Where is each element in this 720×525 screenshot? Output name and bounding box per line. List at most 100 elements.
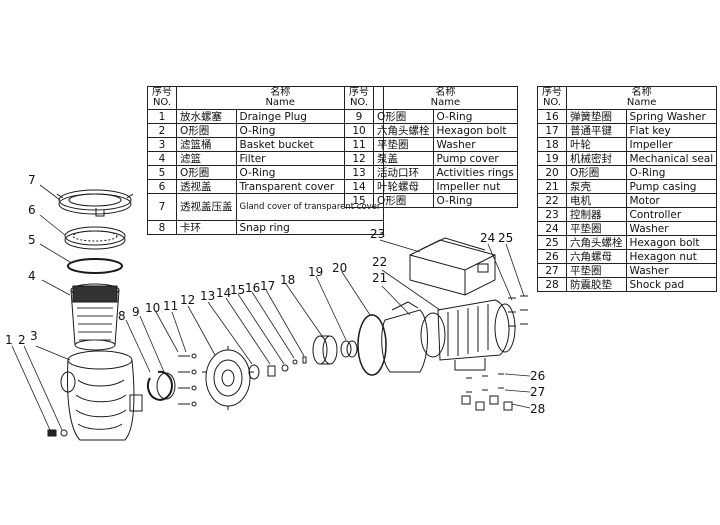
controller-part (409, 237, 496, 296)
cell-en: Flat key (625, 123, 718, 138)
cell-no: 28 (537, 277, 567, 292)
callout-9: 9 (132, 305, 140, 319)
cell-no: 18 (537, 137, 567, 152)
callout-10: 10 (145, 301, 160, 315)
callout-4: 4 (28, 269, 36, 283)
cell-no: 17 (537, 123, 567, 138)
o-ring-20-part (357, 314, 387, 376)
impeller-part (312, 335, 338, 365)
cell-no: 8 (147, 220, 177, 235)
callout-3: 3 (30, 329, 38, 343)
cell-en: Hexagon bolt (432, 123, 518, 138)
cell-zh: 平垫圈 (566, 263, 627, 278)
mechanical-seal-part (340, 340, 358, 358)
impeller-nut-part (267, 365, 276, 377)
callout-11: 11 (163, 299, 178, 313)
cell-en: Impeller (625, 137, 718, 152)
cell-en: Washer (625, 263, 718, 278)
cell-zh: 透视盖 (176, 179, 237, 194)
callout-27: 27 (530, 385, 545, 399)
motor-part (437, 299, 516, 371)
cell-no: 15 (344, 193, 374, 208)
cell-no: 6 (147, 179, 177, 194)
callout-23: 23 (370, 227, 385, 241)
cell-en: Snap ring (235, 220, 385, 235)
drain-plug-part (47, 429, 57, 437)
bolt-group-left (178, 353, 197, 407)
callout-15: 15 (230, 283, 245, 297)
activities-ring-part (248, 364, 260, 380)
shock-pad-group (461, 373, 513, 411)
cell-no: 26 (537, 249, 567, 264)
callout-26: 26 (530, 369, 545, 383)
cell-zh: 普通平键 (566, 123, 627, 138)
gland-cover-part (56, 189, 134, 217)
cell-zh: O形圈 (373, 109, 434, 124)
callout-13: 13 (200, 289, 215, 303)
cell-zh: 叶轮 (566, 137, 627, 152)
callout-7: 7 (28, 173, 36, 187)
callout-8: 8 (118, 309, 126, 323)
cell-zh: O形圈 (373, 193, 434, 208)
cell-zh: 六角头螺栓 (566, 235, 627, 250)
pump-casing-part (381, 301, 446, 373)
transparent-cover-part (64, 226, 126, 250)
cell-zh: 弹簧垫圈 (566, 109, 627, 124)
callout-21: 21 (372, 271, 387, 285)
cell-zh: 透视盖压盖 (176, 193, 237, 221)
cell-zh: 电机 (566, 193, 627, 208)
callout-1: 1 (5, 333, 13, 347)
callout-19: 19 (308, 265, 323, 279)
cell-no: 14 (344, 179, 374, 194)
callout-12: 12 (180, 293, 195, 307)
callout-22: 22 (372, 255, 387, 269)
o-ring-9-part (156, 372, 176, 400)
callout-24: 24 (480, 231, 495, 245)
callout-16: 16 (245, 281, 260, 295)
callout-14: 14 (216, 286, 231, 300)
o-ring-part (67, 258, 123, 274)
cell-en: Impeller nut (432, 179, 518, 194)
filter-basket-part (70, 283, 120, 351)
callout-25: 25 (498, 231, 513, 245)
callout-labels: 1 2 3 4 5 6 7 8 9 10 11 12 13 14 15 16 1… (5, 173, 545, 416)
callout-20: 20 (332, 261, 347, 275)
callout-6: 6 (28, 203, 36, 217)
cell-en: Shock pad (625, 277, 718, 292)
bolt-group-right (508, 295, 528, 327)
cell-en: Pump cover (432, 151, 518, 166)
cell-no: 21 (537, 179, 567, 194)
cell-zh: 机械密封 (566, 151, 627, 166)
snap-ring-part (146, 370, 173, 401)
cell-zh: 卡环 (176, 220, 237, 235)
callout-17: 17 (260, 279, 275, 293)
basket-bucket-part (60, 350, 143, 441)
cell-en: O-Ring (432, 193, 518, 208)
pump-cover-part (202, 346, 254, 410)
callout-2: 2 (18, 333, 26, 347)
callout-28: 28 (530, 402, 545, 416)
cell-en: Activities rings (432, 165, 518, 180)
cell-zh: 平垫圈 (373, 137, 434, 152)
cell-no: 13 (344, 165, 374, 180)
callout-5: 5 (28, 233, 36, 247)
cell-no: 5 (147, 165, 177, 180)
callout-18: 18 (280, 273, 295, 287)
